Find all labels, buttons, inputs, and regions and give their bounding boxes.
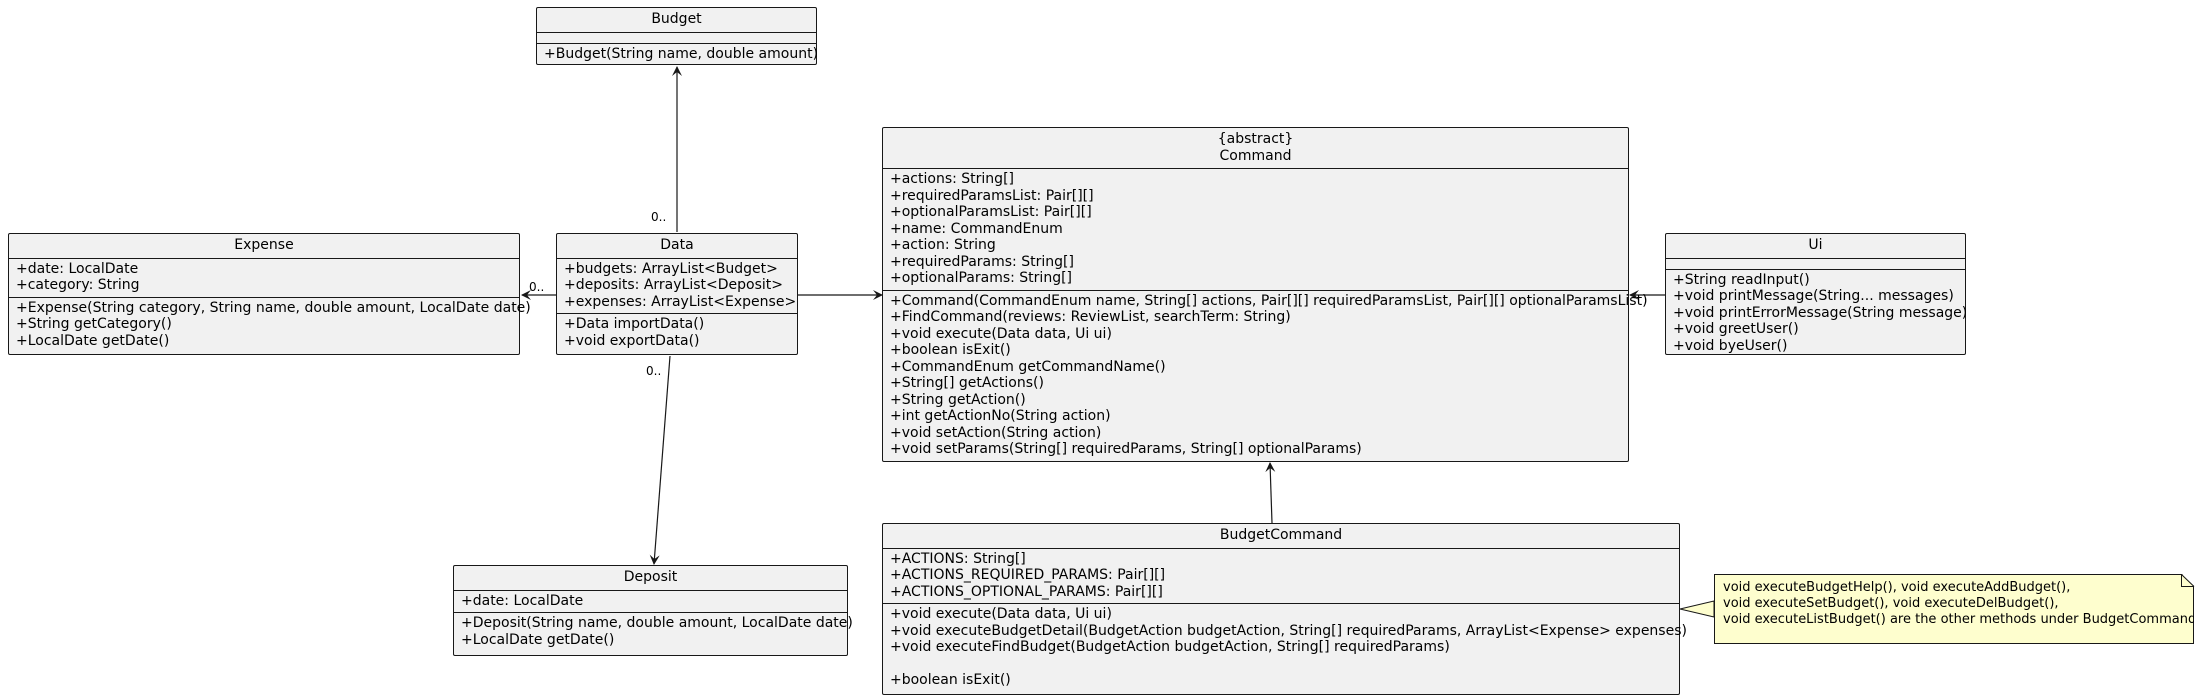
method-row: +void printErrorMessage(String message) xyxy=(1673,304,1968,321)
method-row: +void execute(Data data, Ui ui) xyxy=(890,325,1112,342)
edge-budgetcommand-command xyxy=(1265,462,1276,524)
class-data: Data +budgets: ArrayList<Budget> +deposi… xyxy=(556,233,798,355)
field-row: +ACTIONS_REQUIRED_PARAMS: Pair[][] xyxy=(890,567,1166,583)
class-command: {abstract} Command +actions: String[] +r… xyxy=(882,127,1648,462)
field-row: +category: String xyxy=(16,277,140,293)
field-row: +ACTIONS: String[] xyxy=(890,550,1026,567)
methods-section: +Data importData() +void exportData() xyxy=(557,314,797,352)
method-row: +void executeFindBudget(BudgetAction bud… xyxy=(890,639,1450,655)
method-row: +void setAction(String action) xyxy=(890,424,1102,441)
methods-section: +Expense(String category, String name, d… xyxy=(9,298,531,353)
method-row: +String getCategory() xyxy=(16,316,172,332)
class-title: Budget xyxy=(537,8,816,33)
edge-data-deposit xyxy=(649,355,671,565)
class-budget-command: BudgetCommand +ACTIONS: String[] +ACTION… xyxy=(882,523,1687,695)
multiplicity-data-budget: 0.. xyxy=(651,210,667,224)
method-row: +boolean isExit() xyxy=(890,342,1011,358)
method-row-blank xyxy=(883,656,1679,673)
note: void executeBudgetHelp(), void executeAd… xyxy=(1714,574,2194,644)
field-row: +expenses: ArrayList<Expense> xyxy=(564,293,797,310)
field-row: +optionalParamsList: Pair[][] xyxy=(890,204,1092,220)
method-row: +Budget(String name, double amount) xyxy=(544,45,819,62)
method-row: +int getActionNo(String action) xyxy=(890,408,1111,424)
field-row: +optionalParams: String[] xyxy=(890,270,1072,286)
fields-section: +budgets: ArrayList<Budget> +deposits: A… xyxy=(557,259,797,314)
methods-section: +Budget(String name, double amount) xyxy=(537,44,819,66)
methods-section: +void execute(Data data, Ui ui) +void ex… xyxy=(883,604,1687,692)
field-row: +action: String xyxy=(890,237,996,253)
class-title: Data xyxy=(557,234,797,259)
fields-section xyxy=(1666,259,1965,270)
note-fold-corner xyxy=(2181,574,2195,587)
method-row: +Deposit(String name, double amount, Loc… xyxy=(461,615,853,631)
method-row: +String readInput() xyxy=(1673,271,1810,288)
class-title: Expense xyxy=(9,234,519,259)
class-title: {abstract} Command xyxy=(883,128,1628,169)
class-title: BudgetCommand xyxy=(883,524,1679,549)
fields-section: +date: LocalDate xyxy=(454,591,847,613)
method-row: +LocalDate getDate() xyxy=(461,631,615,648)
class-name: Command xyxy=(1219,147,1292,164)
method-row: +boolean isExit() xyxy=(890,672,1011,688)
field-row: +requiredParamsList: Pair[][] xyxy=(890,187,1094,204)
methods-section: +String readInput() +void printMessage(S… xyxy=(1666,270,1968,358)
multiplicity-data-expense: 0.. xyxy=(529,280,545,294)
method-row: +CommandEnum getCommandName() xyxy=(890,358,1166,375)
method-row: +void greetUser() xyxy=(1673,321,1799,337)
method-row: +Expense(String category, String name, d… xyxy=(16,299,531,316)
method-row: +Data importData() xyxy=(564,316,705,332)
method-row: +String[] getActions() xyxy=(890,375,1044,391)
field-row: +budgets: ArrayList<Budget> xyxy=(564,260,778,277)
multiplicity-data-deposit: 0.. xyxy=(646,364,662,378)
method-row: +void printMessage(String... messages) xyxy=(1673,288,1954,304)
fields-section xyxy=(537,33,816,44)
methods-section: +Deposit(String name, double amount, Loc… xyxy=(454,613,853,651)
class-ui: Ui +String readInput() +void printMessag… xyxy=(1665,233,1968,358)
field-row: +requiredParams: String[] xyxy=(890,253,1074,270)
fields-section: +actions: String[] +requiredParamsList: … xyxy=(883,169,1628,291)
field-row: +deposits: ArrayList<Deposit> xyxy=(564,277,783,293)
field-row: +name: CommandEnum xyxy=(890,220,1063,237)
method-row: +void execute(Data data, Ui ui) xyxy=(890,606,1112,622)
field-row: +actions: String[] xyxy=(890,171,1014,187)
method-row: +Command(CommandEnum name, String[] acti… xyxy=(890,292,1648,309)
class-title: Deposit xyxy=(454,566,847,591)
class-title: Ui xyxy=(1666,234,1965,259)
method-row: +void exportData() xyxy=(564,332,700,349)
method-row: +FindCommand(reviews: ReviewList, search… xyxy=(890,309,1291,325)
method-row: +void byeUser() xyxy=(1673,337,1788,354)
method-row: +void setParams(String[] requiredParams,… xyxy=(890,441,1362,457)
fields-section: +ACTIONS: String[] +ACTIONS_REQUIRED_PAR… xyxy=(883,549,1679,604)
class-stereotype: {abstract} xyxy=(1217,131,1294,147)
field-row: +date: LocalDate xyxy=(461,592,584,609)
class-deposit: Deposit +date: LocalDate +Deposit(String… xyxy=(453,565,853,656)
field-row: +date: LocalDate xyxy=(16,260,139,277)
methods-section: +Command(CommandEnum name, String[] acti… xyxy=(883,291,1648,461)
fields-section: +date: LocalDate +category: String xyxy=(9,259,519,298)
method-row: +LocalDate getDate() xyxy=(16,332,170,349)
field-row: +ACTIONS_OPTIONAL_PARAMS: Pair[][] xyxy=(890,583,1163,600)
class-expense: Expense +date: LocalDate +category: Stri… xyxy=(8,233,531,355)
method-row: +void executeBudgetDetail(BudgetAction b… xyxy=(890,622,1687,639)
method-row: +String getAction() xyxy=(890,391,1026,408)
note-connector xyxy=(1679,600,1715,618)
class-budget: Budget +Budget(String name, double amoun… xyxy=(536,7,819,66)
